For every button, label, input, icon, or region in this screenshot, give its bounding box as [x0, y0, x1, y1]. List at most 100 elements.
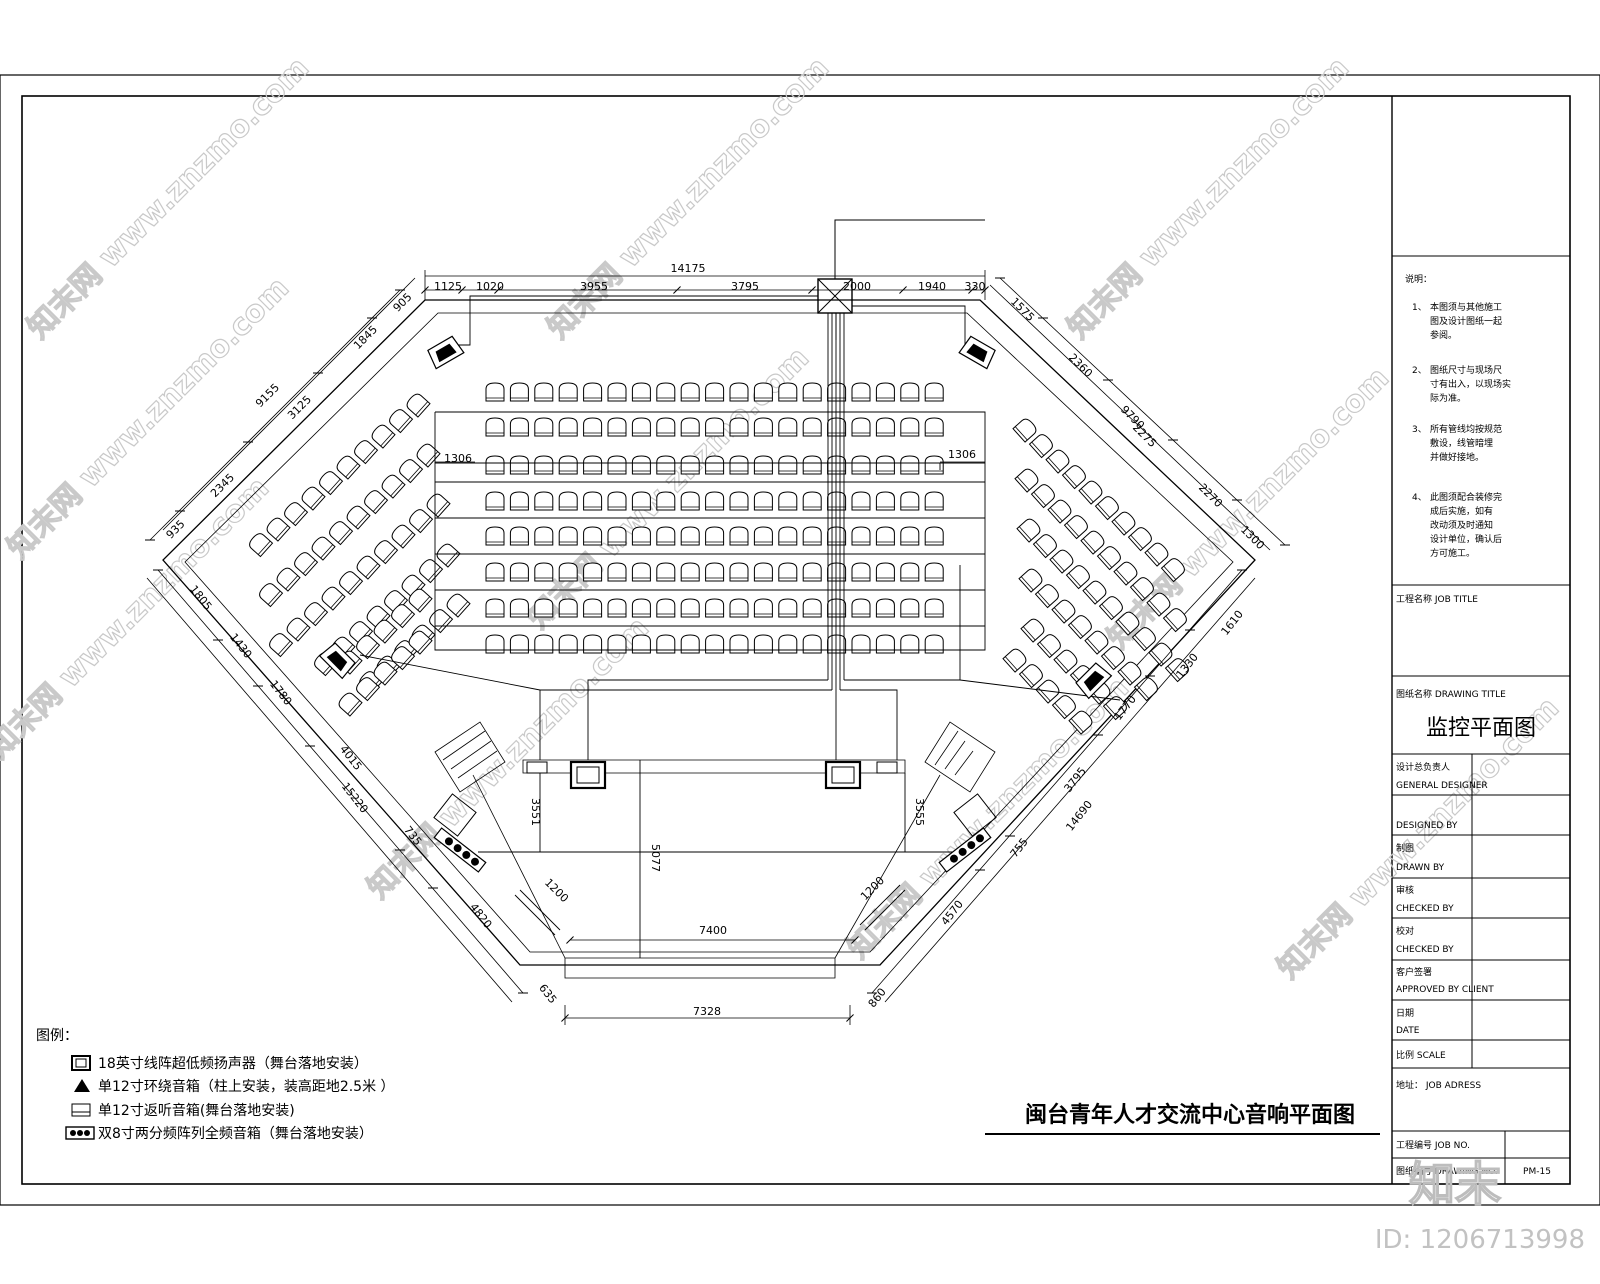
seat: [680, 562, 700, 582]
seat: [583, 455, 603, 475]
row-label-cn: 设计总负责人: [1396, 761, 1450, 773]
seat: [509, 598, 529, 618]
seat: [509, 491, 529, 511]
dimension-tick: [851, 936, 859, 944]
seat: [607, 526, 627, 546]
seat: [1129, 577, 1154, 602]
seat: [1094, 496, 1119, 521]
seat: [1061, 465, 1086, 490]
seat: [656, 417, 676, 437]
seat: [1160, 558, 1185, 583]
subwoofer-icon: [824, 760, 862, 790]
dimension-tick: [968, 286, 976, 294]
seat: [356, 555, 381, 580]
seat: [875, 598, 895, 618]
surround-speaker-icon: [74, 1079, 90, 1092]
row-label-en: DRAWN BY: [1396, 863, 1445, 873]
dim-left-seg: 3125: [285, 393, 314, 422]
seat: [1068, 710, 1093, 735]
seat: [827, 598, 847, 618]
seat: [1016, 518, 1041, 543]
seat: [1084, 630, 1109, 655]
seat: [1146, 592, 1171, 617]
seat: [631, 562, 651, 582]
seat: [429, 609, 454, 634]
seat: [631, 455, 651, 475]
seat: [534, 526, 554, 546]
seat: [1012, 418, 1037, 443]
seat: [446, 593, 471, 618]
seat: [827, 562, 847, 582]
seat: [558, 562, 578, 582]
cabling: [359, 295, 1121, 760]
seat: [802, 491, 822, 511]
seat: [1028, 434, 1053, 459]
seat: [583, 417, 603, 437]
legend: 图例： 18英寸线阵超低频扬声器（舞台落地安装） 单12寸环绕音箱（柱上安装，装…: [36, 1028, 395, 1142]
dim-stage-right-depth: 3555: [913, 798, 926, 826]
seat: [1164, 658, 1189, 683]
seat: [534, 455, 554, 475]
seat: [851, 526, 871, 546]
dim-lower-right-seg: 1610: [1219, 608, 1246, 638]
dim-top-seg: 330: [965, 280, 986, 293]
seat: [729, 598, 749, 618]
surround-speaker-icon: [958, 335, 996, 370]
seat: [827, 417, 847, 437]
dim-left-outer: 9155: [253, 381, 282, 410]
seat: [374, 540, 399, 565]
speakers: [318, 335, 1113, 873]
dimension-tick: [899, 286, 907, 294]
seat: [1098, 596, 1123, 621]
dim-lower-left-seg: 635: [536, 982, 559, 1007]
drawing-title: 闽台青年人才交流中心音响平面图: [1025, 1102, 1355, 1128]
address-label: 地址： JOB ADRESS: [1396, 1079, 1481, 1091]
seat: [509, 455, 529, 475]
seat: [1063, 515, 1088, 540]
seat: [381, 474, 406, 499]
legend-item-label: 双8寸两分频阵列全频音箱（舞台落地安装）: [98, 1125, 373, 1142]
row-label-en: DATE: [1396, 1026, 1420, 1036]
seat: [269, 633, 294, 658]
seat: [875, 562, 895, 582]
seat: [656, 455, 676, 475]
seat: [705, 562, 725, 582]
seat: [583, 598, 603, 618]
seat: [875, 455, 895, 475]
seat: [851, 491, 871, 511]
note-line: 寸有出入，以现场实: [1430, 378, 1511, 390]
seat: [607, 382, 627, 402]
seat: [364, 490, 389, 515]
title-block: [1392, 255, 1570, 1184]
seat: [284, 502, 309, 527]
note-line: 图纸尺寸与现场尺: [1430, 364, 1502, 376]
seat: [778, 382, 798, 402]
dimension-tick: [566, 936, 574, 944]
seat: [509, 382, 529, 402]
seat: [705, 526, 725, 546]
monitor-speaker-icon: [526, 761, 548, 774]
seat: [391, 646, 416, 671]
dim-right-seg: 1575: [1008, 295, 1037, 324]
seat: [705, 598, 725, 618]
drawing-no: PM-15: [1523, 1167, 1551, 1177]
dimension-tick: [458, 286, 466, 294]
dim-lower-left-seg: 4820: [467, 901, 494, 931]
seat: [1049, 549, 1074, 574]
legend-title: 图例：: [36, 1028, 78, 1044]
seat: [1127, 527, 1152, 552]
seat: [1148, 642, 1173, 667]
dim-lower-right-seg: 3795: [1062, 765, 1089, 795]
seat: [1065, 565, 1090, 590]
seat: [373, 619, 398, 644]
dim-left-seg: 905: [391, 291, 415, 315]
seat: [680, 455, 700, 475]
row-label-cn: 日期: [1396, 1008, 1414, 1019]
seat: [534, 491, 554, 511]
seat: [705, 491, 725, 511]
brand-logo-watermark: 知末: [1409, 1157, 1501, 1211]
row-label-en: CHECKED BY: [1396, 945, 1454, 955]
note-line: 改动须及时通知: [1430, 519, 1493, 531]
seat: [558, 382, 578, 402]
